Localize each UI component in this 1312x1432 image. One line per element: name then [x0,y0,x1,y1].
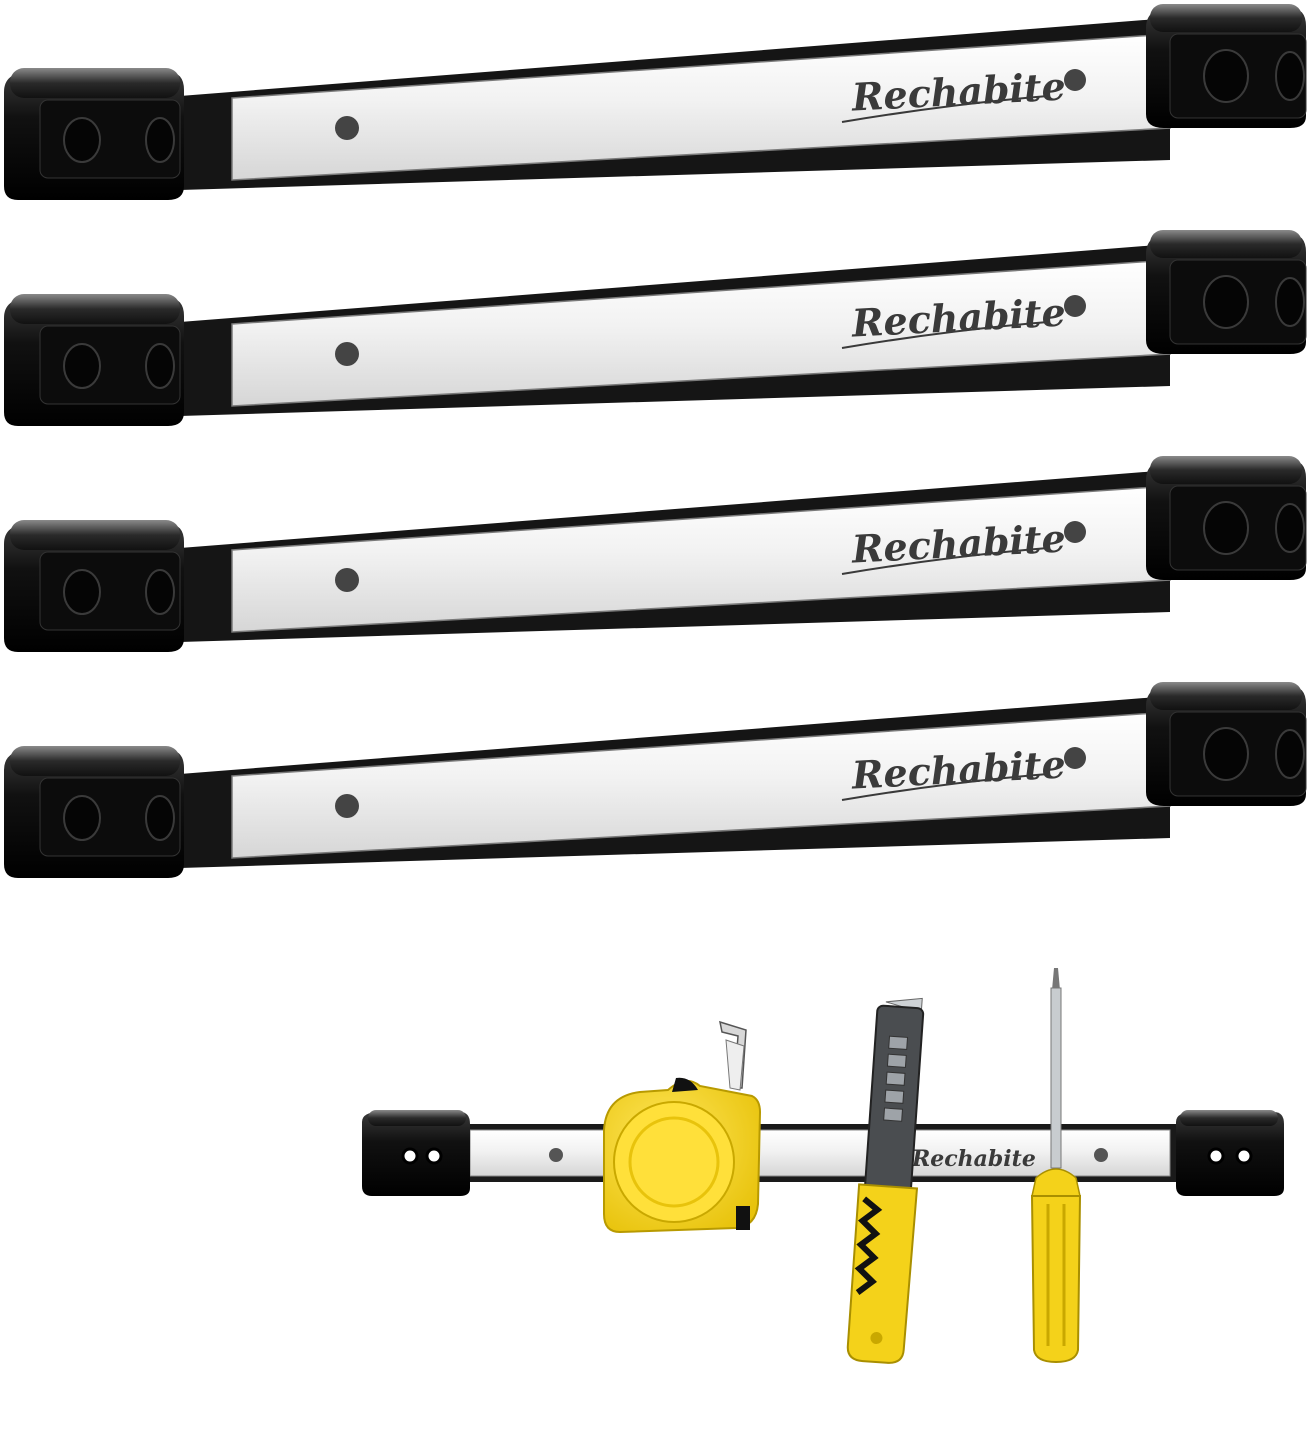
brand-underline [841,547,1049,575]
screw-hole [1064,521,1086,543]
bar-brand-text: Rechabite [850,289,1067,345]
screw-hole [335,568,359,592]
demo-tool-bar-group: Rechabite [362,968,1284,1364]
left-end-cap-top [10,294,180,324]
right-end-cap-top [1150,682,1302,710]
bar-brand-text: Rechabite [850,741,1067,797]
right-cap-hole [1275,51,1305,101]
right-end-cap-top [1150,4,1302,32]
right-cap-hole [1203,501,1249,555]
left-cap-hole [63,569,101,615]
right-cap-hole [1275,503,1305,553]
brand-underline [841,321,1049,349]
left-cap-hole [145,343,175,389]
right-cap-hole [1203,275,1249,329]
demo-right-cap-hole [1207,1147,1225,1165]
screw-hole [335,116,359,140]
screw-hole [1064,747,1086,769]
tape-measure-icon [603,1020,762,1234]
right-cap-hole [1203,727,1249,781]
screw-hole [1064,295,1086,317]
left-end-cap-top [10,746,180,776]
magnetic-bar: Rechabite [4,4,1307,200]
demo-left-cap-hole [425,1147,443,1165]
demo-screw-hole [549,1148,563,1162]
left-cap-hole [145,117,175,163]
bar-brand-text: Rechabite [850,515,1067,571]
right-cap-hole [1275,729,1305,779]
demo-right-end-cap [1176,1112,1284,1196]
left-cap-hole [63,117,101,163]
left-cap-hole [63,795,101,841]
demo-bar-steel [469,1129,1171,1177]
utility-knife-icon [846,997,925,1364]
demo-left-cap-top [368,1110,466,1126]
left-end-cap-top [10,520,180,550]
demo-magnetic-bar: Rechabite [362,1110,1284,1196]
bar-brand-text: Rechabite [850,63,1067,119]
demo-bar-brand-text: Rechabite [911,1146,1036,1172]
right-end-cap-top [1150,456,1302,484]
left-cap-hole [63,343,101,389]
right-end-cap-top [1150,230,1302,258]
demo-screw-hole [1094,1148,1108,1162]
magnetic-bar: Rechabite [4,682,1307,878]
screw-hole [335,342,359,366]
right-cap-hole [1275,277,1305,327]
magnetic-bar: Rechabite [4,230,1307,426]
screw-hole [1064,69,1086,91]
brand-underline [841,773,1049,801]
screw-hole [335,794,359,818]
demo-right-cap-top [1180,1110,1278,1126]
brand-underline [841,95,1049,123]
left-cap-hole [145,569,175,615]
demo-left-cap-hole [401,1147,419,1165]
magnetic-bar: Rechabite [4,456,1307,652]
left-cap-hole [145,795,175,841]
right-cap-hole [1203,49,1249,103]
demo-right-cap-hole [1235,1147,1253,1165]
screwdriver-icon [1030,968,1082,1364]
left-end-cap-top [10,68,180,98]
